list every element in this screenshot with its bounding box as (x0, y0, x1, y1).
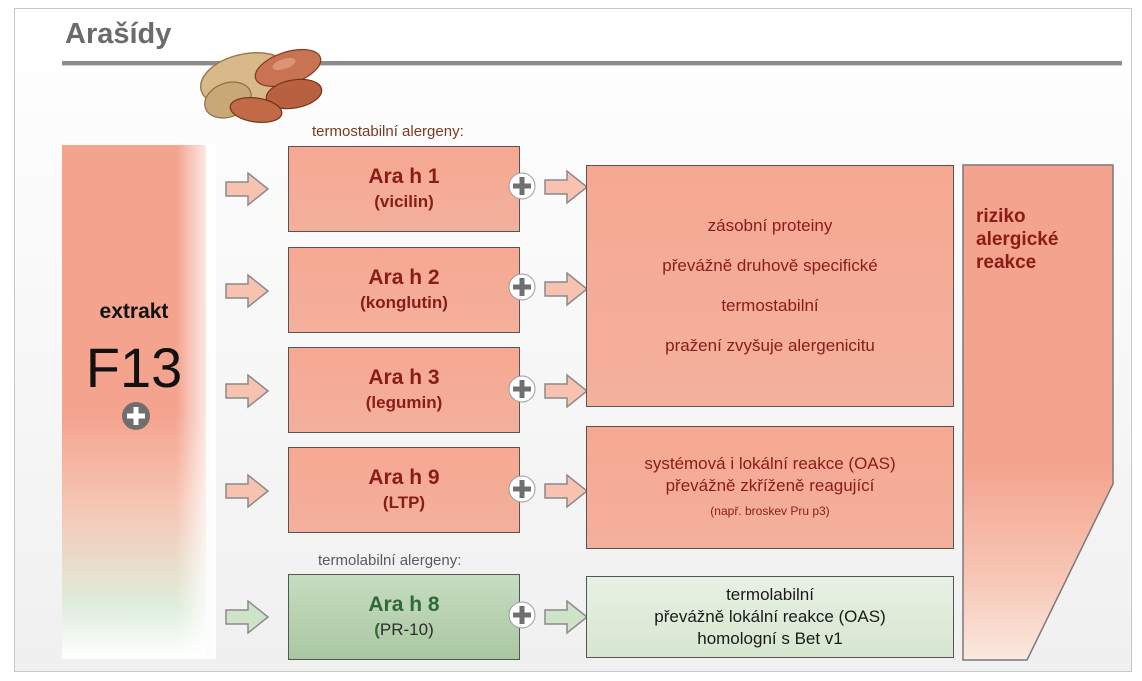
allergen-name: Ara h 8 (368, 593, 440, 616)
allergen-box-ara-h-8: Ara h 8 (PR-10) (288, 574, 520, 660)
plus-icon (508, 375, 536, 403)
allergen-protein: (legumin) (365, 393, 443, 412)
allergen-box-ara-h-3: Ara h 3 (legumin) (288, 347, 520, 433)
allergen-name: Ara h 9 (368, 466, 440, 489)
page-title: Arašídy (65, 18, 172, 50)
allergen-name: Ara h 2 (368, 266, 440, 289)
peanut-illustration (199, 48, 323, 124)
allergen-protein: (vicilin) (374, 192, 434, 211)
title-rule (62, 61, 1122, 66)
pr10-description-box: termolabilní převážně lokální reakce (OA… (586, 576, 954, 658)
extract-code: F13 (85, 336, 183, 399)
allergen-protein: (PR-10) (374, 620, 434, 639)
storage-proteins-box: zásobní proteiny převážně druhově specif… (586, 165, 954, 407)
risk-line-2: alergické (976, 229, 1059, 250)
extract-label: extrakt (99, 300, 169, 323)
storage-line-3: termostabilní (721, 296, 819, 315)
risk-column (962, 164, 1114, 661)
allergen-box-ara-h-9: Ara h 9 (LTP) (288, 447, 520, 533)
arrow-right-icon (544, 169, 589, 205)
arrow-right-icon (225, 473, 270, 509)
ltp-line-1: systémová i lokální reakce (OAS) (644, 454, 896, 473)
plus-icon (122, 402, 150, 430)
plus-icon (508, 172, 536, 200)
plus-icon (508, 475, 536, 503)
thermostable-section-label: termostabilní alergeny: (312, 123, 464, 140)
ltp-note: (např. broskev Pru p3) (710, 504, 830, 518)
arrow-right-icon (225, 171, 270, 207)
allergen-box-ara-h-2: Ara h 2 (konglutin) (288, 247, 520, 333)
allergen-protein-text: PR-10 (379, 620, 429, 639)
storage-line-1: zásobní proteiny (707, 216, 833, 235)
risk-line-1: riziko (976, 206, 1026, 227)
arrow-right-icon (225, 273, 270, 309)
allergen-name: Ara h 1 (368, 165, 440, 188)
arrow-right-icon (544, 373, 589, 409)
allergen-protein: (LTP) (382, 493, 426, 512)
allergen-box-ara-h-1: Ara h 1 (vicilin) (288, 146, 520, 232)
arrow-right-icon (544, 473, 589, 509)
plus-icon (508, 601, 536, 629)
plus-icon (508, 273, 536, 301)
thermolabile-section-label: termolabilní alergeny: (318, 552, 462, 569)
ltp-description-box: systémová i lokální reakce (OAS) převážn… (586, 426, 954, 549)
storage-line-4: pražení zvyšuje alergenicitu (665, 336, 875, 355)
allergen-protein: (konglutin) (360, 293, 448, 312)
ltp-line-2: převážně zkříženě reagující (665, 476, 875, 495)
storage-line-2: převážně druhově specifické (662, 256, 878, 275)
allergen-name: Ara h 3 (368, 366, 440, 389)
arrow-right-icon (225, 373, 270, 409)
pr10-line-2: převážně lokální reakce (OAS) (654, 607, 886, 626)
risk-line-3: reakce (976, 252, 1037, 273)
extract-column-fade (176, 145, 216, 659)
arrow-right-icon (544, 599, 589, 635)
arrow-right-icon (544, 271, 589, 307)
pr10-line-3: homologní s Bet v1 (697, 629, 843, 648)
risk-label: riziko alergické reakce (976, 205, 1058, 274)
pr10-line-1: termolabilní (726, 585, 814, 604)
arrow-right-icon (225, 599, 270, 635)
